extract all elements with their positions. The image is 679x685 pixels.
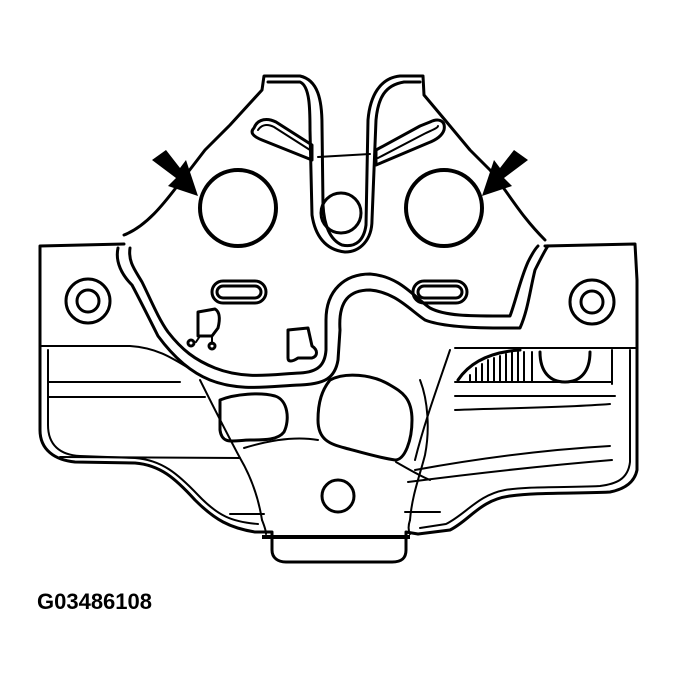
lower-left-cavity [218, 392, 289, 443]
center-clip-fitting [286, 326, 318, 363]
bottom-tab [261, 478, 420, 564]
arrow-left-icon [152, 150, 198, 196]
left-mounting-hole [198, 168, 278, 248]
ratchet-gear [454, 348, 613, 385]
left-diagonal-slot [250, 118, 314, 162]
upper-bracket [122, 74, 547, 254]
main-plate [38, 242, 639, 536]
right-side-bolt [568, 278, 616, 326]
arrow-right-icon [482, 150, 528, 196]
center-pivot-hole [319, 191, 363, 235]
right-mounting-hole [404, 168, 484, 248]
right-diagonal-slot [374, 118, 446, 167]
left-clip-fitting [186, 307, 221, 351]
right-horizontal-slot [411, 279, 469, 305]
inner-channel [115, 244, 550, 521]
left-side-bolt [64, 277, 112, 325]
left-horizontal-slot [210, 279, 268, 305]
figure-id-label: G03486108 [37, 589, 152, 614]
bottom-tab-hole [320, 478, 356, 514]
lower-center-cavity [316, 373, 414, 462]
